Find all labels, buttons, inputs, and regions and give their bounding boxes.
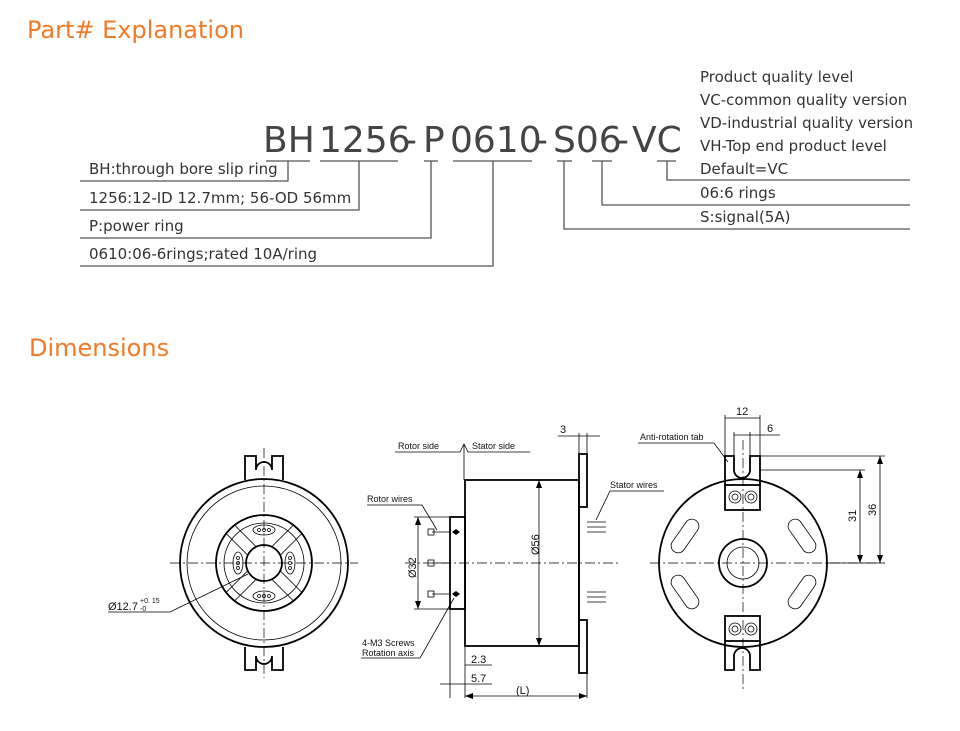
- explain-size: 1256:12-ID 12.7mm; 56-OD 56mm: [89, 189, 351, 207]
- dim-2-3: 2.3: [471, 654, 486, 666]
- code-p: P: [423, 120, 445, 161]
- label-rotor-side: Rotor side: [398, 441, 439, 451]
- explain-power-ring: P:power ring: [89, 217, 184, 235]
- dim-bore-tol-lower: -0: [140, 606, 146, 613]
- rear-view: [638, 415, 885, 690]
- code-sep2: -: [535, 120, 548, 161]
- label-rotor-wires: Rotor wires: [367, 494, 413, 504]
- part-code: BH 1256 - P 0610 - S06 - VC: [263, 120, 682, 161]
- code-bh: BH: [263, 120, 315, 161]
- code-sep1: -: [404, 120, 417, 161]
- dim-36: 36: [867, 504, 879, 516]
- code-sep3: -: [616, 120, 629, 161]
- explain-power-rings: 0610:06-6rings;rated 10A/ring: [89, 245, 317, 263]
- dim-flange-thickness: 3: [560, 424, 566, 436]
- code-power: 0610: [450, 120, 542, 161]
- code-quality: VC: [632, 120, 682, 161]
- dim-31: 31: [847, 510, 859, 522]
- right-leaders: [563, 161, 910, 230]
- label-stator-side: Stator side: [472, 441, 515, 451]
- explain-rings: 06:6 rings: [700, 184, 776, 202]
- dim-tab-width: 12: [736, 406, 748, 418]
- explain-quality-1: VC-common quality version: [700, 91, 907, 109]
- front-view: [108, 448, 358, 678]
- left-leaders: [80, 161, 494, 267]
- label-screws: 4-M3 Screws: [362, 638, 415, 648]
- dim-length: (L): [516, 685, 529, 697]
- explain-signal: S:signal(5A): [700, 208, 790, 226]
- label-anti-rotation-tab: Anti-rotation tab: [640, 432, 704, 442]
- dim-slot-width: 6: [767, 423, 773, 435]
- explain-quality-3: VH-Top end product level: [700, 137, 887, 155]
- dim-collar-diameter: Ø32: [407, 557, 419, 578]
- code-size: 1256: [319, 120, 411, 161]
- section-title-dimensions: Dimensions: [29, 334, 170, 362]
- label-stator-wires: Stator wires: [610, 480, 658, 490]
- explain-quality-2: VD-industrial quality version: [700, 114, 913, 132]
- dim-bore-diameter: Ø12.7: [108, 601, 138, 613]
- side-view: [361, 433, 664, 699]
- explain-quality-4: Default=VC: [700, 160, 788, 178]
- dim-outer-diameter: Ø56: [530, 534, 542, 555]
- dim-5-7: 5.7: [471, 673, 486, 685]
- label-rotation-axis: Rotation axis: [362, 648, 415, 658]
- code-signal: S06: [553, 120, 622, 161]
- explain-quality-0: Product quality level: [700, 68, 853, 86]
- dim-bore-tol-upper: +0. 15: [140, 598, 160, 605]
- section-title-part-explanation: Part# Explanation: [27, 16, 244, 44]
- explain-bh: BH:through bore slip ring: [89, 160, 278, 178]
